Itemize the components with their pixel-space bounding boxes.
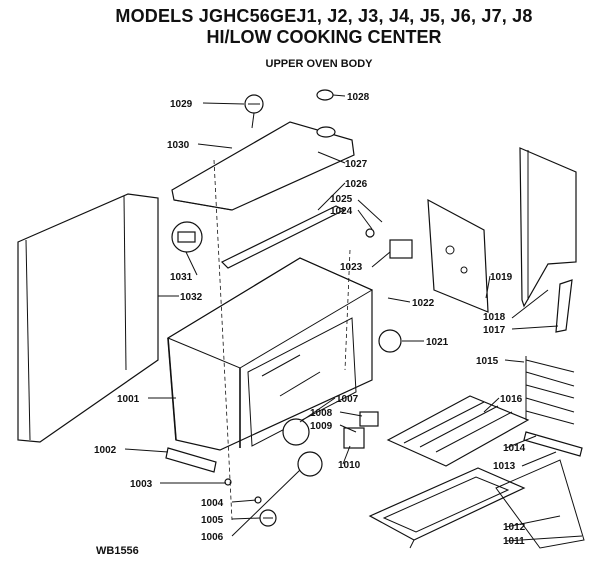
callout-1027: 1027 [345,159,368,170]
rear-bracket-1019 [427,198,489,313]
callout-1004: 1004 [201,498,224,509]
rail-1013 [523,431,583,457]
centerline [344,249,351,371]
oven-body-1001 [166,257,374,451]
callout-1014: 1014 [503,443,526,454]
callout-1017: 1017 [483,325,506,336]
shelf-supports-1015 [525,356,575,425]
trim-1017 [555,279,573,333]
leader-lines [124,94,583,542]
callout-1008: 1008 [310,408,333,419]
screw-1003 [224,478,232,486]
callout-1002: 1002 [94,445,117,456]
clip-1031 [171,221,203,253]
bracket-1008 [359,411,379,427]
callout-1010: 1010 [338,460,361,471]
callout-1003: 1003 [130,479,153,490]
callout-1015: 1015 [476,356,499,367]
grommet-1021 [378,329,402,353]
callout-1011: 1011 [503,536,525,547]
callout-1016: 1016 [500,394,523,405]
callout-1007: 1007 [336,394,359,405]
callout-1001: 1001 [117,394,140,405]
switch-1023 [389,239,413,259]
callout-1030: 1030 [167,140,190,151]
drawing-number: WB1556 [96,545,139,557]
callout-1012: 1012 [503,522,526,533]
callout-1013: 1013 [493,461,516,472]
right-side-panel-1018 [519,147,577,308]
screw-1029 [244,94,264,129]
screw-1005 [259,509,277,527]
callout-1025: 1025 [330,194,353,205]
fastener-1024 [365,228,375,238]
bracket-1010 [343,427,365,449]
trim-strip-1026 [220,205,346,269]
callout-1029: 1029 [170,99,193,110]
callout-1018: 1018 [483,312,506,323]
callout-1026: 1026 [345,179,368,190]
bracket-1002 [165,447,217,473]
callout-1005: 1005 [201,515,224,526]
top-cover-1027 [171,121,355,211]
diagram-title-models: MODELS JGHC56GEJ1, J2, J3, J4, J5, J6, J… [115,6,533,26]
broil-pan-1011 [368,467,526,549]
clip-1007 [282,418,310,446]
clip-1009 [297,451,323,477]
callout-1009: 1009 [310,421,333,432]
callout-1031: 1031 [170,272,193,283]
callout-1019: 1019 [490,272,513,283]
grommet-1028 [316,89,334,101]
callout-1021: 1021 [426,337,449,348]
callout-1023: 1023 [340,262,363,273]
diagram-subtitle: UPPER OVEN BODY [265,58,373,70]
callout-1028: 1028 [347,92,370,103]
callout-1022: 1022 [412,298,435,309]
callout-1024: 1024 [330,206,353,217]
callout-1032: 1032 [180,292,203,303]
side-panel-1032 [17,193,159,443]
callout-1006: 1006 [201,532,224,543]
pan-insert-1012 [495,459,585,549]
rack-1016 [386,395,530,467]
diagram-title-product: HI/LOW COOKING CENTER [206,27,442,47]
